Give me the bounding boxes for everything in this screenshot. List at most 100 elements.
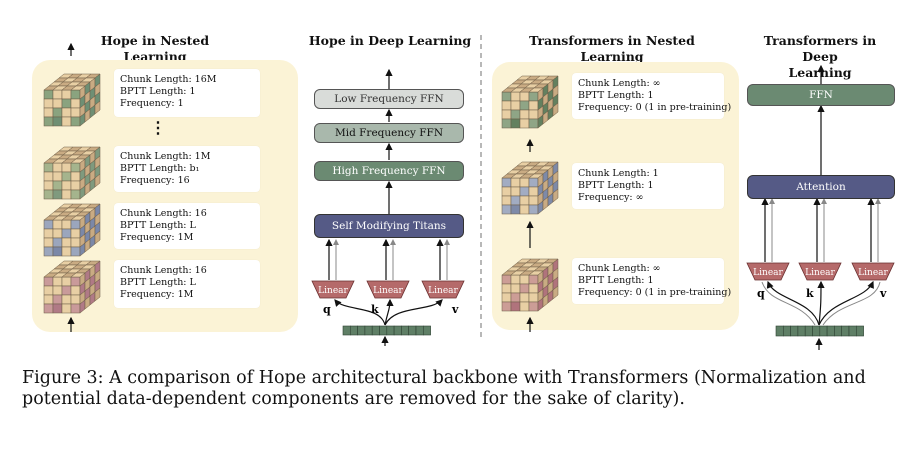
hope-nested-arrows: [67, 42, 75, 332]
cube-cell: [94, 173, 101, 188]
token-cell: [834, 325, 843, 337]
transformer-cube-3: [501, 258, 559, 312]
frequency: Frequency: 1: [120, 98, 184, 109]
cube-cell: [94, 287, 101, 302]
transformer-level-1-info: Chunk Length: ∞ BPTT Length: 1 Frequency…: [572, 73, 732, 119]
transformers-nested-arrows: [526, 138, 534, 332]
bptt-length: BPTT Length: b₁: [120, 163, 200, 174]
linear-label-k: Linear: [805, 268, 835, 278]
chunk-length: Chunk Length: 1: [578, 168, 659, 179]
token-strip: [775, 325, 864, 337]
title-line-2: Learning: [788, 65, 852, 80]
k-label: k: [806, 287, 814, 300]
token-cell: [855, 325, 864, 337]
title-line-1: Transformers in Deep: [763, 33, 877, 64]
hope-level-1-info: Chunk Length: 16M BPTT Length: 1 Frequen…: [114, 69, 260, 117]
transformer-level-2-info: Chunk Length: 1 BPTT Length: 1 Frequency…: [572, 163, 724, 209]
hope-cube-4: [43, 260, 101, 314]
chunk-length: Chunk Length: ∞: [578, 263, 661, 274]
hope-level-2-info: Chunk Length: 1M BPTT Length: b₁ Frequen…: [114, 146, 260, 192]
token-cell: [826, 325, 835, 337]
ellipsis: ⋮: [150, 118, 166, 137]
token-cell: [819, 325, 828, 337]
linear-trapezoid-v: [421, 280, 465, 299]
linear-label-v: Linear: [858, 268, 888, 278]
hope-level-3-info: Chunk Length: 16 BPTT Length: L Frequenc…: [114, 203, 260, 249]
curve-token-v-grey: [822, 281, 881, 326]
linear-label-v: Linear: [428, 286, 458, 296]
v-label: v: [879, 287, 887, 300]
curve-token-q: [766, 280, 820, 326]
token-cell: [422, 325, 431, 336]
bptt-length: BPTT Length: L: [120, 277, 196, 288]
hope-cube-3: [43, 203, 101, 257]
linear-trapezoid-q: [311, 280, 355, 299]
transformers-deep-connectors: Linear Linear Linear q k v: [746, 64, 895, 350]
token-cell: [812, 325, 821, 337]
title-transformers-nested: Transformers in Nested Learning: [529, 33, 695, 64]
frequency: Frequency: 1M: [120, 289, 194, 300]
chunk-length: Chunk Length: 1M: [120, 151, 211, 162]
curve-token-q: [334, 299, 386, 326]
token-strip: [342, 325, 431, 336]
linear-label-k: Linear: [373, 286, 403, 296]
hope-cube-1: [43, 73, 101, 127]
linear-label-q: Linear: [318, 286, 348, 296]
hope-deep-connectors: Linear Linear Linear q k v: [311, 35, 482, 346]
bptt-length: BPTT Length: 1: [120, 86, 196, 97]
curve-token-v: [818, 280, 874, 326]
curve-token-v: [384, 299, 443, 326]
figure-caption: Figure 3: A comparison of Hope architect…: [22, 368, 866, 409]
k-label: k: [371, 303, 379, 316]
cube-cell: [552, 188, 559, 203]
linear-trapezoid-k: [366, 280, 410, 299]
curve-token-k: [817, 280, 825, 326]
bptt-length: BPTT Length: 1: [578, 90, 654, 101]
chunk-length: Chunk Length: 16: [120, 208, 207, 219]
transformer-level-3-info: Chunk Length: ∞ BPTT Length: 1 Frequency…: [572, 258, 732, 304]
frequency: Frequency: ∞: [578, 192, 644, 203]
bptt-length: BPTT Length: 1: [578, 275, 654, 286]
high-frequency-ffn: High Frequency FFN: [314, 161, 464, 181]
transformer-cube-1: [501, 75, 559, 129]
linear-trapezoid-k: [798, 262, 842, 281]
q-label: q: [323, 303, 331, 316]
token-cell: [775, 325, 784, 337]
linear-label-q: Linear: [753, 268, 783, 278]
cube-cell: [94, 230, 101, 245]
frequency: Frequency: 16: [120, 175, 190, 186]
hope-cube-2: [43, 146, 101, 200]
chunk-length: Chunk Length: 16M: [120, 74, 217, 85]
linear-trapezoid-v: [851, 262, 895, 281]
chunk-length: Chunk Length: ∞: [578, 78, 661, 89]
cube-cell: [552, 285, 559, 300]
cube-cell: [552, 102, 559, 117]
curve-token-q-grey: [761, 281, 816, 326]
frequency: Frequency: 0 (1 in pre-training): [578, 287, 732, 298]
ffn-block: FFN: [747, 84, 895, 106]
v-label: v: [451, 303, 459, 316]
bptt-length: BPTT Length: L: [120, 220, 196, 231]
title-hope-deep: Hope in Deep Learning: [308, 33, 472, 48]
transformer-cube-2: [501, 161, 559, 215]
token-cell: [782, 325, 791, 337]
attention-block: Attention: [747, 175, 895, 199]
self-modifying-titans: Self Modifying Titans: [314, 214, 464, 238]
low-frequency-ffn: Low Frequency FFN: [314, 89, 464, 109]
token-cell: [790, 325, 799, 337]
chunk-length: Chunk Length: 16: [120, 265, 207, 276]
linear-trapezoid-q: [746, 262, 790, 281]
hope-level-4-info: Chunk Length: 16 BPTT Length: L Frequenc…: [114, 260, 260, 308]
frequency: Frequency: 1M: [120, 232, 194, 243]
token-cell: [841, 325, 850, 337]
bptt-length: BPTT Length: 1: [578, 180, 654, 191]
mid-frequency-ffn: Mid Frequency FFN: [314, 123, 464, 143]
cube-cell: [94, 100, 101, 115]
token-cell: [804, 325, 813, 337]
token-cell: [848, 325, 857, 337]
frequency: Frequency: 0 (1 in pre-training): [578, 102, 732, 113]
token-cell: [797, 325, 806, 337]
title-transformers-deep: Transformers in Deep Learning: [745, 33, 895, 81]
curve-token-k: [384, 298, 394, 326]
q-label: q: [757, 287, 765, 300]
